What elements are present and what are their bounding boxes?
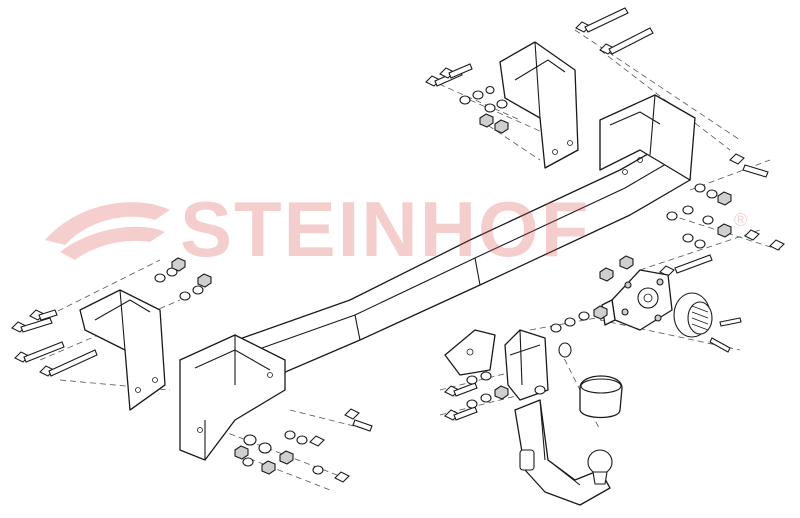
electrical-socket	[673, 292, 742, 353]
receiver-bracket	[444, 329, 572, 401]
lower-left-hardware	[234, 408, 373, 483]
upper-long-bolts	[575, 7, 654, 55]
assembly-guide-lines	[39, 29, 781, 491]
tow-ball-neck	[514, 399, 613, 506]
upper-left-hardware	[425, 63, 509, 134]
upper-mounting-bracket	[499, 41, 579, 169]
socket-hardware	[550, 255, 634, 333]
socket-plate	[601, 269, 673, 331]
left-mounting-bracket	[79, 289, 166, 411]
lower-centre-hardware	[444, 371, 509, 421]
main-cross-beam	[179, 94, 696, 461]
left-hardware	[11, 257, 212, 377]
tow-ball-cover	[579, 375, 623, 419]
right-hardware	[659, 153, 785, 277]
